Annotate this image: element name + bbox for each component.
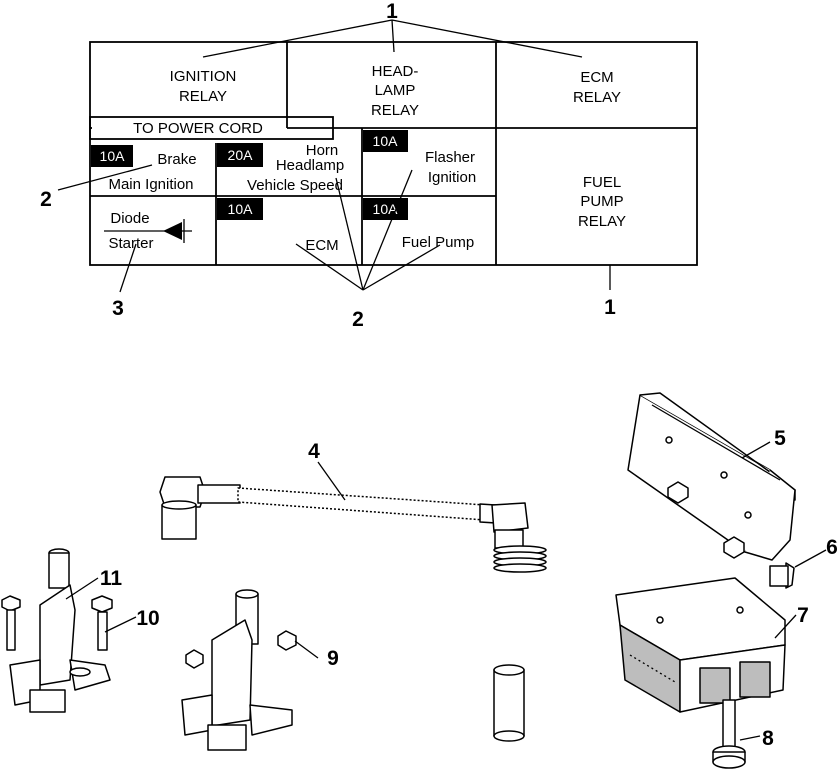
- callout-mount: 11: [100, 567, 123, 590]
- ignition-relay: IGNITION RELAY: [170, 68, 237, 105]
- fuse-label-line: Ignition: [428, 169, 476, 186]
- spacer-tube: [493, 664, 525, 742]
- fuse-label-line: Fuel Pump: [402, 234, 475, 251]
- relay-label-line: ECM: [580, 69, 613, 86]
- relay-label-line: FUEL: [583, 174, 621, 191]
- relay-label-line: HEAD-: [372, 63, 419, 80]
- fuse-horn-headlamp-speed: 20A Horn Headlamp Vehicle Speed: [217, 142, 344, 194]
- parts-leader-lines: [65, 441, 827, 741]
- callout-relay-bottom: 1: [604, 296, 616, 319]
- diode-symbol-icon: [163, 222, 182, 240]
- ecm-relay: ECM RELAY: [573, 69, 621, 106]
- relay-label-line: IGNITION: [170, 68, 237, 85]
- callout-nut: 9: [327, 647, 339, 670]
- headlamp-relay: HEAD- LAMP RELAY: [371, 63, 419, 119]
- relay-label-line: LAMP: [375, 82, 416, 99]
- fuse-fuel-pump: 10A Fuel Pump: [363, 198, 474, 251]
- bolt: [712, 699, 746, 769]
- diode-label-line: Diode: [110, 210, 149, 227]
- diode-label-line: Starter: [108, 235, 153, 252]
- screw: [769, 562, 795, 589]
- fuse-flasher-ignition: 10A Flasher Ignition: [363, 130, 476, 186]
- relay-label-line: RELAY: [371, 102, 419, 119]
- fuse-label-line: Vehicle Speed: [247, 177, 343, 194]
- coiled-spring: [493, 545, 547, 573]
- fuse-ecm: 10A ECM: [217, 198, 339, 254]
- callout-fuse-bottom: 2: [352, 308, 364, 331]
- callout-bracket: 5: [774, 427, 786, 450]
- fuse-label-line: Brake: [157, 151, 196, 168]
- power-cord-strip: [89, 116, 334, 140]
- fuse-label-line: ECM: [305, 237, 338, 254]
- leader-lines: [57, 19, 611, 293]
- callout-screw: 6: [826, 536, 838, 559]
- relay-label-line: RELAY: [179, 88, 227, 105]
- relay-label-line: PUMP: [580, 193, 623, 210]
- callout-bolt: 8: [762, 727, 774, 750]
- fuse-label-line: Main Ignition: [108, 176, 193, 193]
- relay-label-line: RELAY: [573, 89, 621, 106]
- diode-starter: Diode Starter: [104, 210, 192, 252]
- fuse-rating: 10A: [100, 148, 126, 164]
- callout-relay-top: 1: [386, 0, 398, 23]
- left-mount: [1, 548, 113, 713]
- power-cord-label: TO POWER CORD: [133, 120, 263, 137]
- fuse-label-line: Horn: [306, 142, 339, 159]
- callout-harness: 4: [308, 440, 320, 463]
- callout-bolt-pair: 10: [136, 607, 159, 630]
- fuse-rating: 20A: [228, 147, 254, 163]
- callouts: 1 1 2 2 3 4 5 6 7 8 9 10 11: [40, 0, 838, 750]
- fuse-label-line: Flasher: [425, 149, 475, 166]
- callout-ecm-module: 7: [797, 604, 809, 627]
- fuse-label-line: Headlamp: [276, 157, 344, 174]
- fuse-rating: 10A: [228, 201, 254, 217]
- wire-harness: [159, 476, 547, 573]
- ecm-module: [615, 577, 786, 713]
- fuse-brake-main-ignition: 10A Brake Main Ignition: [91, 145, 197, 193]
- callout-fuse-left: 2: [40, 188, 52, 211]
- mounting-bracket: [627, 392, 796, 561]
- relay-label-line: RELAY: [578, 213, 626, 230]
- fuse-rating: 10A: [373, 133, 399, 149]
- callout-diode: 3: [112, 297, 124, 320]
- fuel-pump-relay: FUEL PUMP RELAY: [578, 174, 626, 230]
- fuse-rating: 10A: [373, 201, 399, 217]
- center-mount: [181, 589, 297, 751]
